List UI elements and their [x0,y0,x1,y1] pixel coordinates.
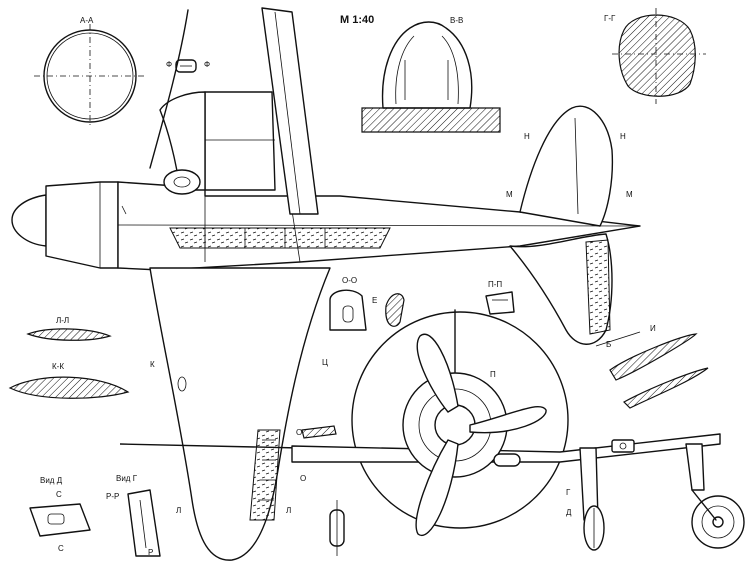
marker-l-left: Л [176,506,182,515]
view-g-part [127,489,161,557]
marker-ts: Ц [322,358,328,367]
marker-m-left: М [506,190,513,199]
marker-f-left: Ф [166,60,173,69]
section-label-k: К-К [52,362,64,371]
marker-o-bottom: О [300,474,307,483]
fuselage-side-view [11,9,641,271]
section-g-g [612,8,706,104]
detail-i [595,331,698,381]
section-label-r: Р-Р [106,492,120,501]
section-label-b: В-В [450,16,464,25]
view-d-part [29,503,91,537]
section-a-a [34,24,146,128]
section-label-a: А-А [80,16,94,25]
detail-o-strut [301,425,337,439]
marker-n-right: Н [620,132,626,141]
marker-d: Д [566,508,572,517]
landing-gear-right [685,443,745,549]
view-label-d: Вид Д [40,476,63,485]
wing-panel-top [261,7,319,215]
marker-l-right: Л [286,506,292,515]
section-b-b [361,21,501,133]
marker-g: Г [566,488,571,497]
marker-b: Б [606,340,612,349]
marker-e: Е [372,296,378,305]
section-label-l: Л-Л [56,316,70,325]
section-label-g: Г-Г [604,14,616,23]
view-label-g: Вид Г [116,474,138,483]
detail-b [623,367,709,409]
detail-f [175,59,197,73]
marker-f-right: Ф [204,60,211,69]
marker-o-top: О [296,428,303,437]
tail-fin [519,105,614,227]
marker-p: П [490,370,496,379]
detail-p-p [485,291,515,315]
marker-s-top: С [56,490,62,499]
marker-s-bottom: С [58,544,64,553]
marker-r: Р [148,548,154,557]
detail-e [385,293,405,327]
section-label-p: П-П [488,280,503,289]
wing-planform [149,267,331,561]
airfoil-l-l [26,328,112,341]
marker-m-right: М [626,190,633,199]
section-label-o: О-О [342,276,358,285]
scale-label: М 1:40 [340,14,375,26]
detail-o-o [329,289,367,331]
front-view [119,309,721,537]
horizontal-tail [509,233,613,345]
detail-i-mechanism [329,500,345,556]
airfoil-k-k [8,376,130,399]
marker-k: К [150,360,155,369]
marker-n-left: Н [524,132,530,141]
marker-i: И [650,324,656,333]
landing-gear-left [579,439,635,551]
